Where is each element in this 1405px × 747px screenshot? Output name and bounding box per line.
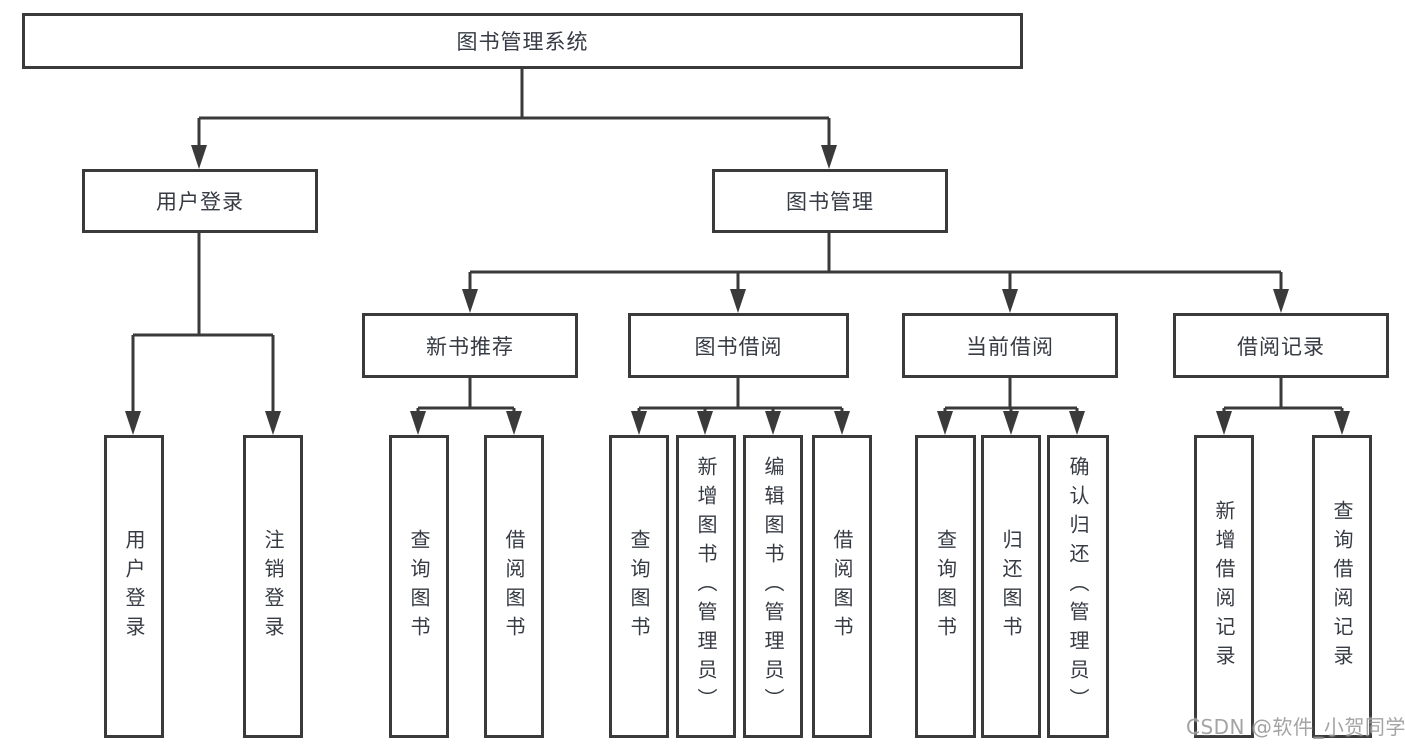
node-label: 编辑图书（管理员）: [761, 456, 785, 717]
node-user-login-action: 用户登录: [104, 435, 164, 738]
node-query-books-current: 查询图书: [915, 435, 976, 738]
node-logout-action: 注销登录: [243, 435, 303, 738]
node-query-books-recommend: 查询图书: [389, 435, 449, 738]
node-book-management: 图书管理: [712, 169, 948, 233]
node-query-borrow-record: 查询借阅记录: [1312, 435, 1372, 738]
node-user-login: 用户登录: [82, 169, 318, 233]
node-label: 新增借阅记录: [1212, 499, 1236, 674]
node-library-system: 图书管理系统: [22, 13, 1023, 69]
node-confirm-return-admin: 确认归还（管理员）: [1047, 435, 1109, 738]
node-label: 注销登录: [261, 528, 285, 645]
node-new-book-recommendation: 新书推荐: [362, 313, 578, 378]
node-add-books-admin: 新增图书（管理员）: [676, 435, 736, 738]
node-query-books-borrow: 查询图书: [609, 435, 669, 738]
node-borrow-books-action: 借阅图书: [812, 435, 872, 738]
node-label: 查询借阅记录: [1330, 499, 1354, 674]
node-label: 用户登录: [122, 528, 146, 645]
node-label: 新增图书（管理员）: [694, 456, 718, 717]
node-label: 归还图书: [999, 528, 1023, 645]
node-label: 查询图书: [407, 528, 431, 645]
node-book-borrowing: 图书借阅: [628, 313, 849, 378]
node-return-books: 归还图书: [981, 435, 1041, 738]
node-borrow-books-recommend: 借阅图书: [484, 435, 544, 738]
node-edit-books-admin: 编辑图书（管理员）: [743, 435, 803, 738]
node-label: 确认归还（管理员）: [1066, 456, 1090, 717]
csdn-watermark: CSDN @软件_小贺同学: [1186, 715, 1405, 739]
node-label: 查询图书: [627, 528, 651, 645]
node-label: 查询图书: [933, 528, 958, 645]
node-add-borrow-record: 新增借阅记录: [1194, 435, 1254, 738]
node-borrowing-records: 借阅记录: [1173, 313, 1389, 378]
node-current-borrowing: 当前借阅: [902, 313, 1118, 378]
node-label: 借阅图书: [502, 528, 526, 645]
node-label: 借阅图书: [830, 528, 854, 645]
